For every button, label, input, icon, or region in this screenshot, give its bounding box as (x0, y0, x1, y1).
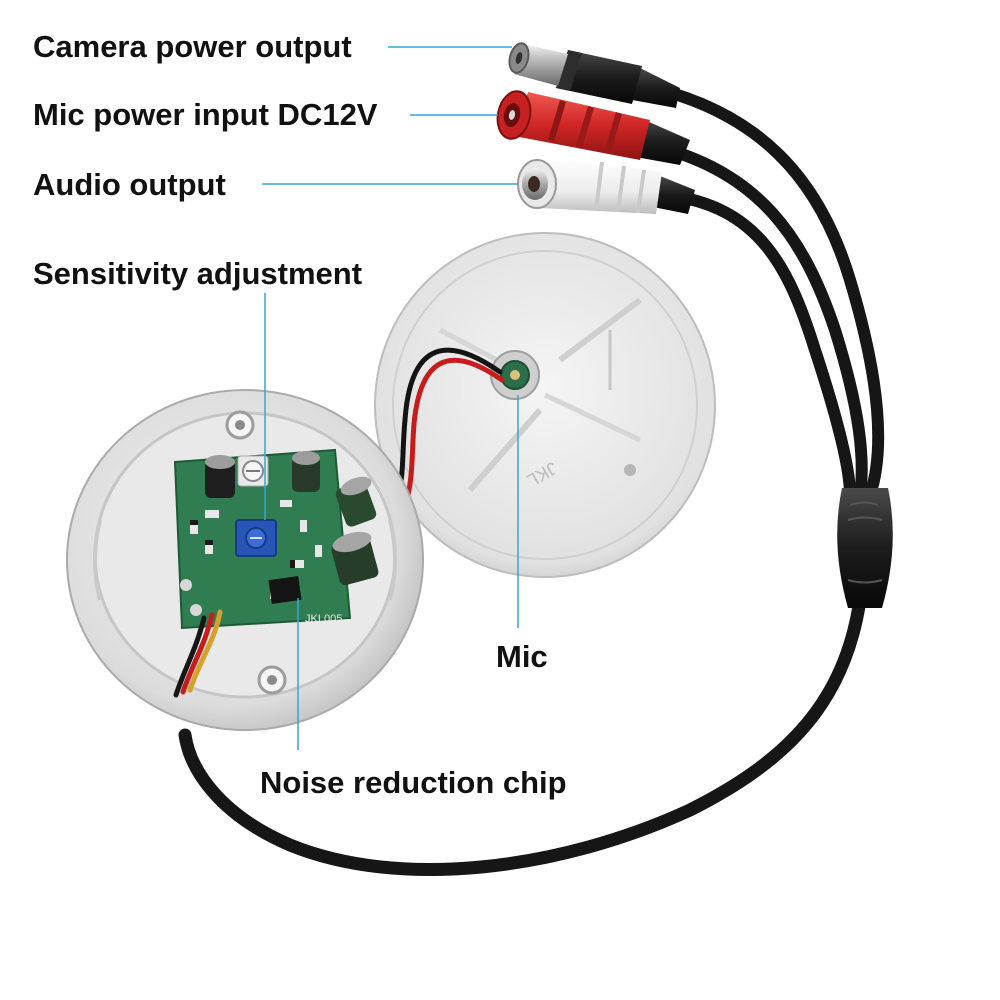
label-mic: Mic (496, 639, 548, 674)
cable-splitter (837, 488, 893, 608)
label-sensitivity-adjustment: Sensitivity adjustment (33, 256, 363, 291)
dc-barrel-plug-icon (508, 42, 680, 108)
lid-dome: JKL (374, 232, 716, 578)
electret-microphone-icon (490, 350, 540, 400)
internal-wires (173, 609, 223, 698)
label-mic-power-input: Mic power input DC12V (33, 97, 378, 132)
cable (178, 79, 885, 877)
label-camera-power-output: Camera power output (33, 29, 352, 64)
rca-jack-icon (517, 158, 695, 214)
label-audio-output: Audio output (33, 167, 226, 202)
noise-reduction-chip (268, 576, 302, 604)
leader-lines (262, 46, 519, 750)
trimmer-potentiometer-icon (235, 455, 277, 557)
dc-barrel-jack-icon (496, 90, 690, 165)
board-marking: JKL005 (305, 613, 342, 625)
capacitor (205, 451, 379, 586)
label-noise-reduction-chip: Noise reduction chip (260, 765, 567, 800)
pcb-board: JKL005 (173, 448, 379, 630)
